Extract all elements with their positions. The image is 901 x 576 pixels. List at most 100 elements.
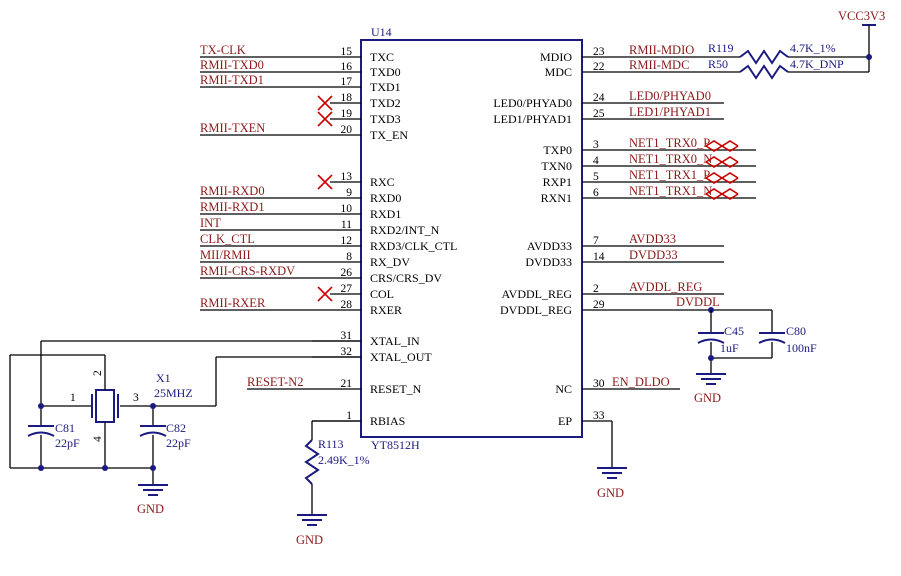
pin-26: CRS/CRS_DV 26 RMII-CRS-RXDV — [200, 264, 442, 285]
diff-pair-mark — [705, 172, 739, 184]
chip-body — [360, 39, 583, 438]
pin-number: 17 — [341, 76, 353, 88]
chip-part: YT8512H — [371, 438, 420, 452]
net-label: DVDDL — [676, 295, 720, 309]
gnd-label: GND — [137, 502, 164, 516]
junction — [38, 465, 44, 471]
pin-number: 18 — [341, 92, 353, 104]
pin-number: 21 — [341, 378, 353, 390]
net-label: RMII-RXD1 — [200, 200, 265, 214]
x1-pin1: 1 — [70, 392, 76, 404]
c81-value: 22pF — [55, 436, 80, 450]
pin-name: TXD0 — [370, 65, 401, 79]
pin-number: 23 — [593, 46, 605, 58]
pin-number: 27 — [341, 283, 353, 295]
x1-value: 25MHZ — [154, 386, 193, 400]
pin-name: RXER — [370, 303, 402, 317]
net-label: EN_DLDO — [612, 375, 670, 389]
r113-ref: R113 — [318, 437, 344, 451]
net-label: AVDDL_REG — [629, 280, 702, 294]
net-label: RMII-RXD0 — [200, 184, 265, 198]
c81-ref: C81 — [55, 421, 75, 435]
chip-ref: U14 — [371, 25, 392, 39]
net-label: RMII-MDIO — [629, 43, 694, 57]
pin-18: TXD2 18 — [317, 92, 401, 111]
gnd-symbol — [138, 484, 168, 496]
pin-name: LED1/PHYAD1 — [493, 112, 572, 126]
c82-plate-bottom — [139, 431, 167, 437]
pin-6: RXN1 6 NET1_TRX1_N — [541, 184, 756, 205]
c45-plate-bottom — [697, 338, 725, 344]
r113-value: 2.49K_1% — [318, 453, 370, 467]
gnd-symbol — [297, 514, 327, 526]
pin-27: COL 27 — [317, 283, 394, 302]
c45-value: 1uF — [720, 341, 739, 355]
r113-zigzag — [304, 439, 320, 485]
net-label: RMII-TXEN — [200, 121, 265, 135]
gnd-label: GND — [296, 533, 323, 547]
pin-name: TXP0 — [543, 143, 572, 157]
pin-number: 2 — [593, 283, 599, 295]
r50-zigzag — [739, 64, 789, 80]
pin-name: CRS/CRS_DV — [370, 271, 442, 285]
r119-zigzag — [739, 49, 789, 65]
pin-21: RESET_N 21 RESET-N2 — [247, 375, 422, 396]
pin-name: RESET_N — [370, 382, 422, 396]
junction — [150, 465, 156, 471]
junction — [866, 54, 872, 60]
pin-name: COL — [370, 287, 394, 301]
pin-number: 6 — [593, 187, 599, 199]
net-label: NET1_TRX0_P — [629, 136, 710, 150]
net-label: LED1/PHYAD1 — [629, 105, 711, 119]
net-label: NET1_TRX1_N — [629, 184, 712, 198]
net-label: RMII-TXD0 — [200, 58, 264, 72]
pin-number: 11 — [341, 219, 352, 231]
pin-number: 9 — [346, 187, 352, 199]
net-label: DVDD33 — [629, 248, 678, 262]
pin-number: 26 — [341, 267, 353, 279]
pin-name: TXD2 — [370, 96, 401, 110]
junction — [150, 403, 156, 409]
pin-number: 28 — [341, 299, 353, 311]
c80-value: 100nF — [786, 341, 817, 355]
net-label: RMII-CRS-RXDV — [200, 264, 295, 278]
junction — [708, 355, 714, 361]
net-label: NET1_TRX1_P — [629, 168, 710, 182]
c80-ref: C80 — [786, 324, 806, 338]
pin-number: 29 — [593, 299, 605, 311]
pin-name: TXC — [370, 50, 394, 64]
pin-name: RX_DV — [370, 255, 410, 269]
c45-ref: C45 — [724, 324, 744, 338]
net-label: RESET-N2 — [247, 375, 304, 389]
pin-name: TX_EN — [370, 128, 408, 142]
pin-name: RXN1 — [541, 191, 572, 205]
pin-9: RXD0 9 RMII-RXD0 — [200, 184, 401, 205]
x1-pin2: 2 — [92, 370, 104, 376]
pin-number: 19 — [341, 108, 353, 120]
x1-pin4: 4 — [92, 436, 104, 442]
pin-name: NC — [555, 382, 572, 396]
pin-name: MDIO — [540, 50, 572, 64]
pin-name: RXD0 — [370, 191, 401, 205]
junction — [102, 465, 108, 471]
diff-pair-mark — [705, 188, 739, 200]
pin-number: 12 — [341, 235, 353, 247]
pin-number: 5 — [593, 171, 599, 183]
pin-number: 15 — [341, 46, 353, 58]
diff-pair-mark — [705, 140, 739, 152]
pin-name: MDC — [545, 65, 572, 79]
net-label: RMII-RXER — [200, 296, 266, 310]
pin-number: 8 — [346, 251, 352, 263]
